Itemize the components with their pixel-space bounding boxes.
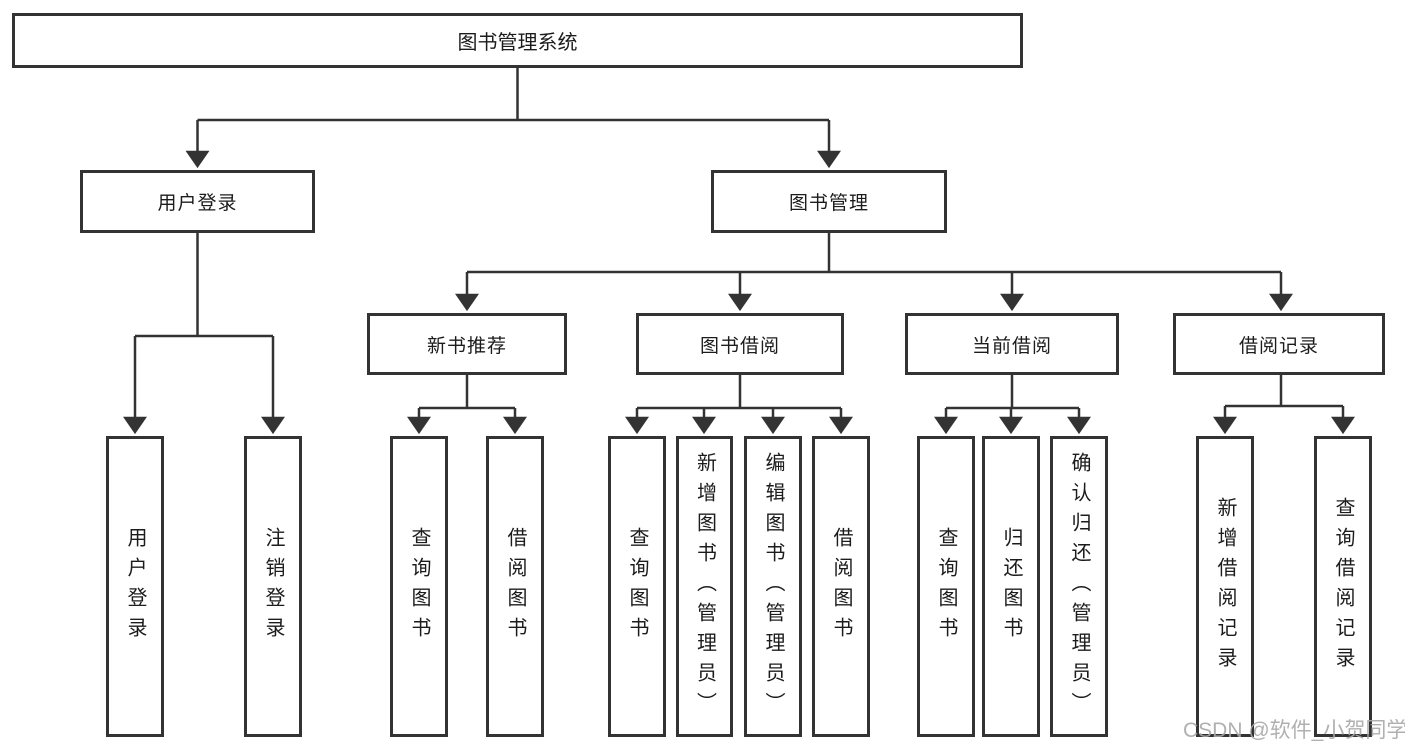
leaf-user-login: 用户登录	[106, 436, 164, 737]
leaf-query-borrow-record: 查询借阅记录	[1314, 436, 1372, 737]
leaf-confirm-return-admin: 确认归还（管理员）	[1050, 436, 1108, 737]
leaf-return-book: 归还图书	[982, 436, 1040, 737]
leaf-query-books-current: 查询图书	[917, 436, 975, 737]
leaf-label: 查询借阅记录	[1332, 496, 1354, 677]
node-library-system: 图书管理系统	[12, 13, 1023, 68]
node-borrow-records: 借阅记录	[1173, 313, 1385, 375]
node-book-management: 图书管理	[711, 170, 947, 233]
leaf-add-borrow-record: 新增借阅记录	[1196, 436, 1254, 737]
leaf-label: 注销登录	[262, 526, 284, 647]
leaf-label: 借阅图书	[830, 526, 852, 647]
node-new-book-recommend: 新书推荐	[367, 313, 567, 375]
leaf-label: 借阅图书	[504, 526, 526, 647]
leaf-label: 新增图书（管理员）	[693, 451, 716, 722]
node-user-login: 用户登录	[80, 170, 315, 233]
watermark: CSDN @软件_小贺同学	[1183, 719, 1405, 742]
leaf-query-books-borrow: 查询图书	[608, 436, 666, 737]
leaf-edit-book-admin: 编辑图书（管理员）	[744, 436, 802, 737]
node-current-borrow: 当前借阅	[905, 313, 1119, 375]
leaf-label: 确认归还（管理员）	[1068, 451, 1090, 722]
leaf-query-books-recommend: 查询图书	[390, 436, 448, 737]
leaf-label: 归还图书	[1000, 526, 1022, 647]
leaf-label: 查询图书	[408, 526, 430, 647]
leaf-borrow-books-recommend: 借阅图书	[486, 436, 544, 737]
leaf-label: 编辑图书（管理员）	[762, 451, 784, 722]
leaf-borrow-books: 借阅图书	[812, 436, 870, 737]
leaf-logout: 注销登录	[244, 436, 302, 737]
leaf-label: 用户登录	[124, 526, 146, 647]
leaf-add-book-admin: 新增图书（管理员）	[676, 436, 733, 737]
leaf-label: 查询图书	[935, 526, 957, 647]
leaf-label: 查询图书	[626, 526, 648, 647]
node-book-borrow: 图书借阅	[636, 313, 844, 375]
leaf-label: 新增借阅记录	[1214, 496, 1236, 677]
